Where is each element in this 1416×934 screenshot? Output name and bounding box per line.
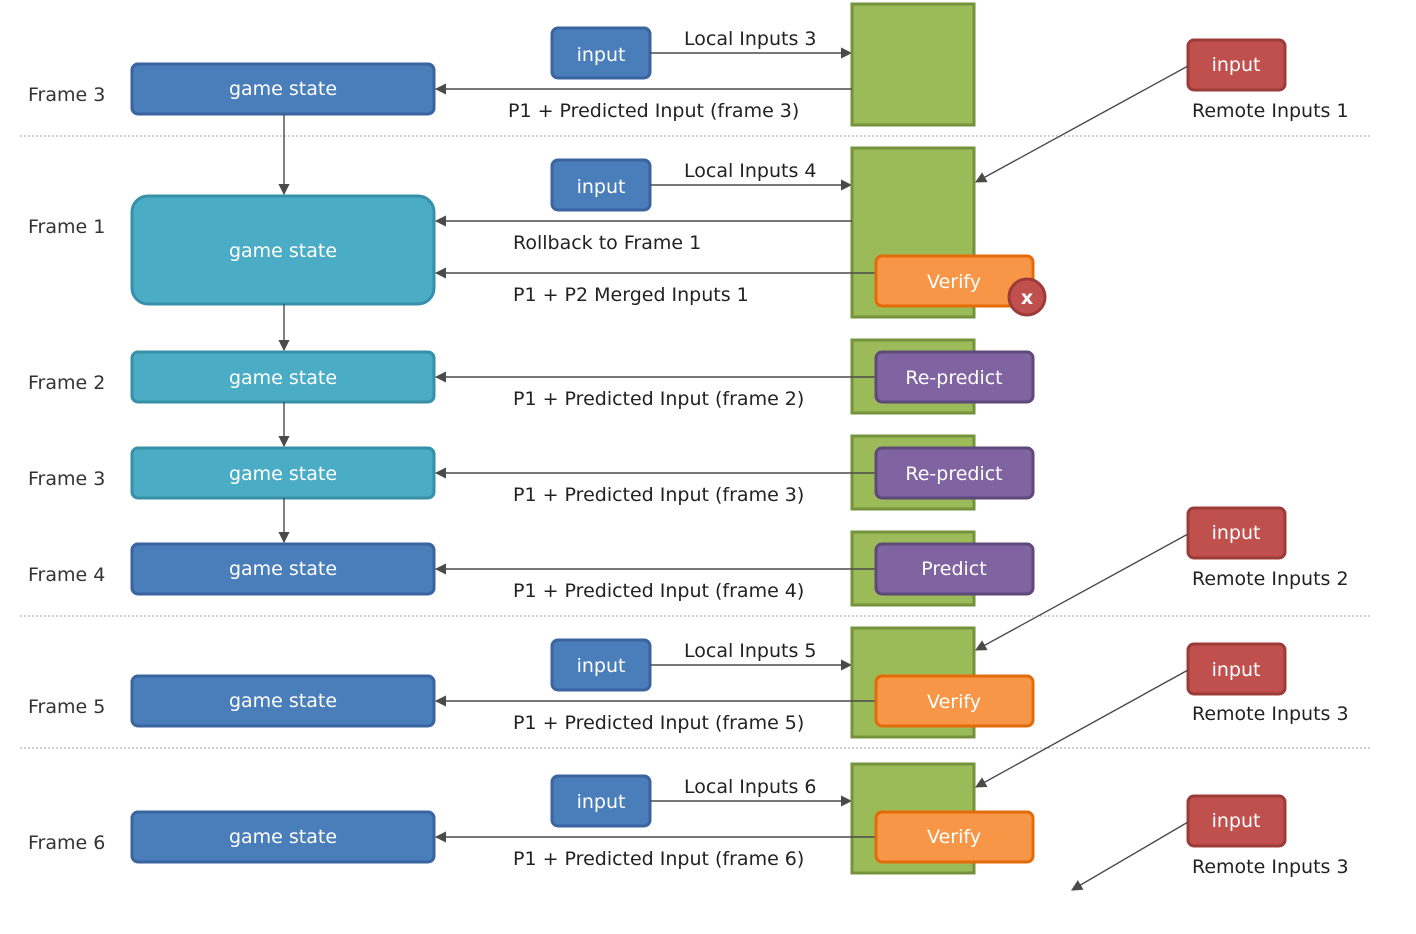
remote-input-box — [1186, 794, 1287, 848]
frame-label: Frame 1 — [28, 216, 105, 238]
mismatch-error-icon — [1007, 277, 1047, 317]
remote-input-arrow — [975, 533, 1189, 651]
frame-label: Frame 4 — [28, 564, 105, 586]
remote-input-caption: Remote Inputs 1 — [1192, 100, 1349, 122]
input-buffer-block — [850, 2, 976, 127]
game-state-label: game state — [229, 826, 337, 848]
game-state-label: game state — [229, 240, 337, 262]
remote-input-arrow — [975, 65, 1189, 183]
remote-input-label: input — [1212, 659, 1261, 681]
game-state-label: game state — [229, 463, 337, 485]
game-state-box — [130, 194, 436, 306]
local-input-edge-label: Local Inputs 4 — [684, 160, 817, 182]
predict-label: Predict — [921, 558, 986, 580]
mismatch-error-mark: x — [1021, 287, 1033, 309]
game-state-box — [130, 62, 436, 116]
repredict-box — [874, 350, 1035, 404]
local-input-label: input — [577, 176, 626, 198]
remote-input-caption: Remote Inputs 3 — [1192, 856, 1349, 878]
game-state-label: game state — [229, 78, 337, 100]
repredict-box — [874, 446, 1035, 500]
rollback-label: Rollback to Frame 1 — [513, 232, 701, 254]
frame-label: Frame 2 — [28, 372, 105, 394]
flow-label: P1 + Predicted Input (frame 4) — [513, 580, 804, 602]
local-input-edge-label: Local Inputs 3 — [684, 28, 817, 50]
verify-label: Verify — [927, 826, 981, 848]
remote-input-arrow — [1071, 821, 1189, 891]
remote-input-label: input — [1212, 522, 1261, 544]
game-state-box — [130, 810, 436, 864]
game-state-label: game state — [229, 690, 337, 712]
frame-label: Frame 3 — [28, 468, 105, 490]
repredict-label: Re-predict — [905, 367, 1002, 389]
remote-input-caption: Remote Inputs 2 — [1192, 568, 1349, 590]
predict-box — [874, 542, 1035, 596]
local-input-label: input — [577, 44, 626, 66]
verify-label: Verify — [927, 691, 981, 713]
flow-label: P1 + Predicted Input (frame 3) — [513, 484, 804, 506]
local-input-label: input — [577, 791, 626, 813]
verify-box — [874, 674, 1035, 728]
verify-box — [874, 810, 1035, 864]
game-state-box — [130, 350, 436, 404]
verify-label: Verify — [927, 271, 981, 293]
game-state-box — [130, 446, 436, 500]
remote-input-box — [1186, 642, 1287, 696]
flow-label: P1 + Predicted Input (frame 5) — [513, 712, 804, 734]
game-state-label: game state — [229, 558, 337, 580]
frame-label: Frame 5 — [28, 696, 105, 718]
game-state-box — [130, 674, 436, 728]
local-input-label: input — [577, 655, 626, 677]
game-state-box — [130, 542, 436, 596]
local-input-edge-label: Local Inputs 5 — [684, 640, 817, 662]
repredict-label: Re-predict — [905, 463, 1002, 485]
game-state-label: game state — [229, 367, 337, 389]
frame-label: Frame 6 — [28, 832, 105, 854]
remote-input-box — [1186, 506, 1287, 560]
remote-input-caption: Remote Inputs 3 — [1192, 703, 1349, 725]
remote-input-label: input — [1212, 54, 1261, 76]
flow-label: P1 + Predicted Input (frame 2) — [513, 388, 804, 410]
flow-label: P1 + P2 Merged Inputs 1 — [513, 284, 749, 306]
frame-label: Frame 3 — [28, 84, 105, 106]
flow-label: P1 + Predicted Input (frame 6) — [513, 848, 804, 870]
remote-input-label: input — [1212, 810, 1261, 832]
remote-input-box — [1186, 38, 1287, 92]
remote-input-arrow — [975, 669, 1189, 788]
local-input-edge-label: Local Inputs 6 — [684, 776, 817, 798]
flow-label: P1 + Predicted Input (frame 3) — [508, 100, 799, 122]
